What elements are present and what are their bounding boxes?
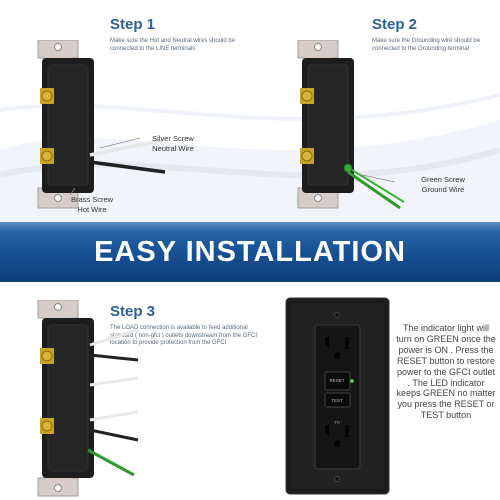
silver-screw-label: Silver Screw (152, 134, 194, 143)
step2-title: Step 2 (372, 16, 418, 33)
step3-outlet-back-illustration (37, 300, 139, 497)
step1-outlet-back-illustration (37, 40, 166, 209)
step2-description: Make sure the Grounding wire should be c… (372, 38, 481, 52)
easy-installation-banner: EASY INSTALLATION (0, 222, 500, 282)
reset-button-label: RESET (329, 378, 345, 383)
banner-shine (0, 222, 500, 232)
step1-description: Make sure the Hot and Neutral wires shou… (110, 38, 236, 52)
step1-title: Step 1 (110, 16, 156, 33)
indicator-description: The indicator light will turn on GREEN o… (396, 323, 496, 421)
banner-title: EASY INSTALLATION (94, 236, 406, 268)
ground-wire-label: Ground Wire (421, 185, 465, 194)
tamper-resistant-label: TR (334, 420, 340, 425)
green-screw-label: Green Screw (421, 175, 465, 184)
outlet-front-illustration (285, 297, 390, 495)
step3-title: Step 3 (110, 303, 156, 320)
step2-outlet-back-illustration (297, 40, 405, 210)
test-button-label: TEST (331, 398, 343, 403)
neutral-wire-label: Neutral Wire (152, 144, 194, 153)
hot-wire-label: Hot Wire (77, 205, 107, 214)
step2-callout-ground: Green Screw Ground Wire (412, 175, 474, 195)
brass-screw-label: Brass Screw (70, 195, 114, 204)
step1-callout-neutral: Silver Screw Neutral Wire (140, 134, 206, 154)
step3-description: The LOAD connection is available to feed… (110, 325, 258, 346)
step1-callout-hot: Brass Screw Hot Wire (62, 195, 122, 215)
